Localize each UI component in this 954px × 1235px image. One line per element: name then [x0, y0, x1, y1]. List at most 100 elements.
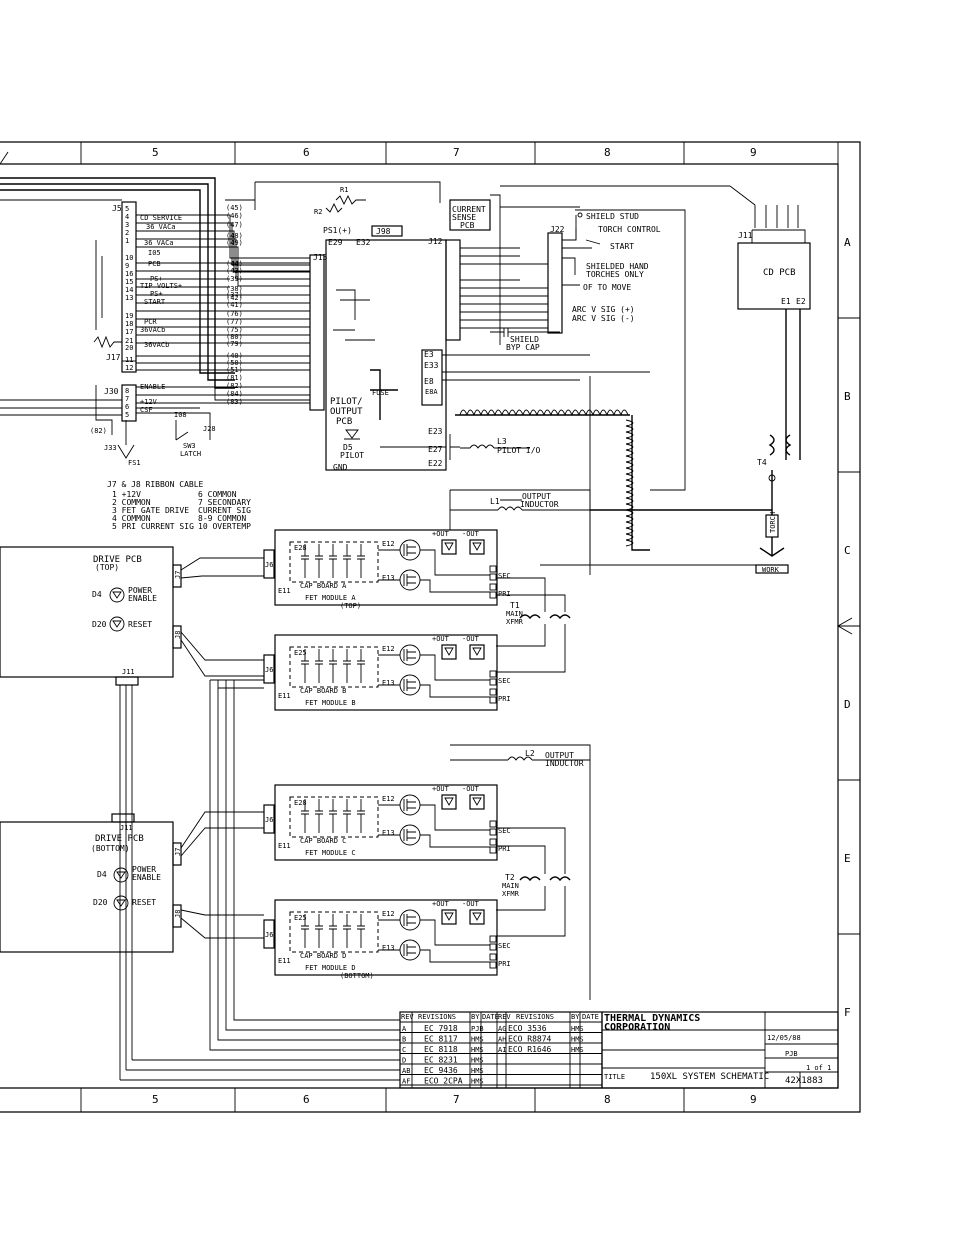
- j5-signal-13: +12V: [140, 398, 158, 406]
- wire-number-6: (43): [226, 267, 243, 275]
- fet-transistor-icon: [399, 569, 421, 591]
- out-neg-label: -OUT: [462, 530, 480, 538]
- coil-turn: [625, 431, 634, 439]
- j5-signal-10: 36VACb: [140, 326, 165, 334]
- ribbon-right-4: 8-9 COMMON: [198, 514, 246, 523]
- drive-bottom-j7: J7: [174, 848, 182, 856]
- pilot-output-line1: PILOT/: [330, 397, 363, 407]
- module-e12-label: E12: [382, 540, 395, 548]
- coil-turn-h: [473, 409, 482, 416]
- rev-cell: A: [402, 1025, 407, 1033]
- wire-number-10: (42): [226, 294, 243, 302]
- sec-label: SEC: [498, 827, 511, 835]
- wire-number-11: (41): [226, 301, 243, 309]
- wire-number-18: (50): [226, 359, 243, 367]
- wire-number-1: (46): [226, 212, 243, 220]
- j30-pin-1: 7: [125, 395, 129, 403]
- drive-bottom-d4: D4: [97, 870, 107, 879]
- out-neg-label: -OUT: [462, 900, 480, 908]
- j5-signal-1: 36 VACa: [146, 223, 176, 231]
- rev-cell: AF: [402, 1078, 410, 1086]
- ribbon-right-3: CURRENT SIG: [198, 506, 251, 515]
- coil-loops: [459, 409, 634, 547]
- module-e11-label: E11: [278, 587, 291, 595]
- coil-turn-h: [550, 409, 559, 416]
- fet-transistor-icon: [399, 644, 421, 666]
- drive-pcb-bottom: J11 DRIVE PCB (BOTTOM) D4 POWER ENABLE D…: [0, 813, 182, 953]
- coil-turn-h: [536, 409, 545, 416]
- coil-turn: [625, 419, 634, 427]
- drive-to-fet-wires: [119, 557, 400, 1081]
- arc-v-neg-label: ARC V SIG (-): [572, 314, 635, 323]
- drive-top-j7: J7: [174, 571, 182, 579]
- rev-header-6: BY: [571, 1013, 580, 1021]
- module-j6-label: J6: [265, 931, 273, 939]
- column-labels-bottom: 5 6 7 8 9: [152, 1093, 757, 1106]
- company-name-2: CORPORATION: [604, 1022, 670, 1033]
- e8-label: E8: [424, 377, 434, 386]
- drive-top-j8: J8: [174, 631, 182, 639]
- e33-label: E33: [424, 361, 439, 370]
- drive-bottom-d20: D20: [93, 898, 108, 907]
- company-name-1: THERMAL DYNAMICS: [604, 1013, 700, 1024]
- wire-number-8: (38): [226, 285, 243, 293]
- module-e12-label: E12: [382, 645, 395, 653]
- coil-turn-h: [606, 409, 615, 416]
- j5-pin-8: 15: [125, 278, 133, 286]
- coil-turn: [625, 533, 634, 541]
- module-etop-label: E25: [294, 649, 307, 657]
- col-label-9-bottom: 9: [750, 1093, 757, 1106]
- output-inductor-l2: L2 OUTPUT INDUCTOR: [450, 744, 591, 1000]
- coil-turn-h: [515, 409, 524, 416]
- wire-number-17: (40): [226, 352, 243, 360]
- rev-header-7: DATE: [582, 1013, 599, 1021]
- col-label-5-bottom: 5: [152, 1093, 159, 1106]
- module-etop-label: E28: [294, 544, 307, 552]
- coil-turn: [625, 503, 634, 511]
- j12-connector: J12 E3 E33 E8 E8A: [421, 237, 650, 406]
- j5-pin-14: 21: [125, 337, 133, 345]
- pilot-output-line3: PCB: [336, 417, 352, 427]
- row-label-e: E: [844, 852, 851, 865]
- coil-turn-h: [578, 409, 587, 416]
- wire-number-labels: (45)(46)(47)(48)(49)(44)(43)(39)(38)(37)…: [226, 204, 243, 406]
- shield-cap-1: SHIELD: [510, 335, 539, 344]
- sec-label: SEC: [498, 942, 511, 950]
- j33-label: J33: [104, 444, 117, 452]
- module-e12-label: E12: [382, 795, 395, 803]
- coil-turn: [625, 521, 634, 529]
- fet-module-position: (TOP): [340, 602, 361, 610]
- e8a-label: E8A: [425, 388, 438, 396]
- coil-turn-h: [613, 409, 622, 416]
- arc-v-pos-label: ARC V SIG (+): [572, 305, 635, 314]
- j30-pin-2: 6: [125, 403, 129, 411]
- t2-xfmr: XFMR: [502, 890, 520, 898]
- rev-cell: PJB: [471, 1025, 484, 1033]
- cap-board-label: CAP BOARD D: [300, 952, 346, 960]
- coil-turn: [625, 479, 634, 487]
- coil-turn-h: [459, 409, 468, 416]
- pri-label: PRI: [498, 590, 511, 598]
- latch-label: LATCH: [180, 450, 201, 458]
- current-sense-line1: CURRENT: [452, 205, 486, 214]
- wire-number-5: (44): [226, 260, 243, 268]
- ribbon-right-5: 10 OVERTEMP: [198, 522, 251, 531]
- l1-desc-2: INDUCTOR: [520, 500, 559, 509]
- row-labels: A B C D E F: [844, 236, 851, 1019]
- j12-label: J12: [428, 237, 443, 246]
- rev-cell: ECO R8874: [508, 1035, 552, 1044]
- rev-cell: AI: [498, 1046, 506, 1054]
- drive-bottom-reset: RESET: [132, 898, 156, 907]
- pilot-led-label: PILOT: [340, 451, 364, 460]
- j15-connector: J15: [309, 253, 328, 411]
- sheet-number: 1 of 1: [806, 1064, 831, 1072]
- coil-turn: [625, 443, 634, 451]
- r1-label: R1: [340, 186, 348, 194]
- rev-cell: EC 9436: [424, 1066, 458, 1075]
- title-block: THERMAL DYNAMICS CORPORATION 12/05/88 PJ…: [601, 1011, 839, 1089]
- drive-top-power-1: POWER: [128, 586, 152, 595]
- module-j6-label: J6: [265, 561, 273, 569]
- cap-board-label: CAP BOARD C: [300, 837, 346, 845]
- wire-number-9: (37): [226, 291, 243, 299]
